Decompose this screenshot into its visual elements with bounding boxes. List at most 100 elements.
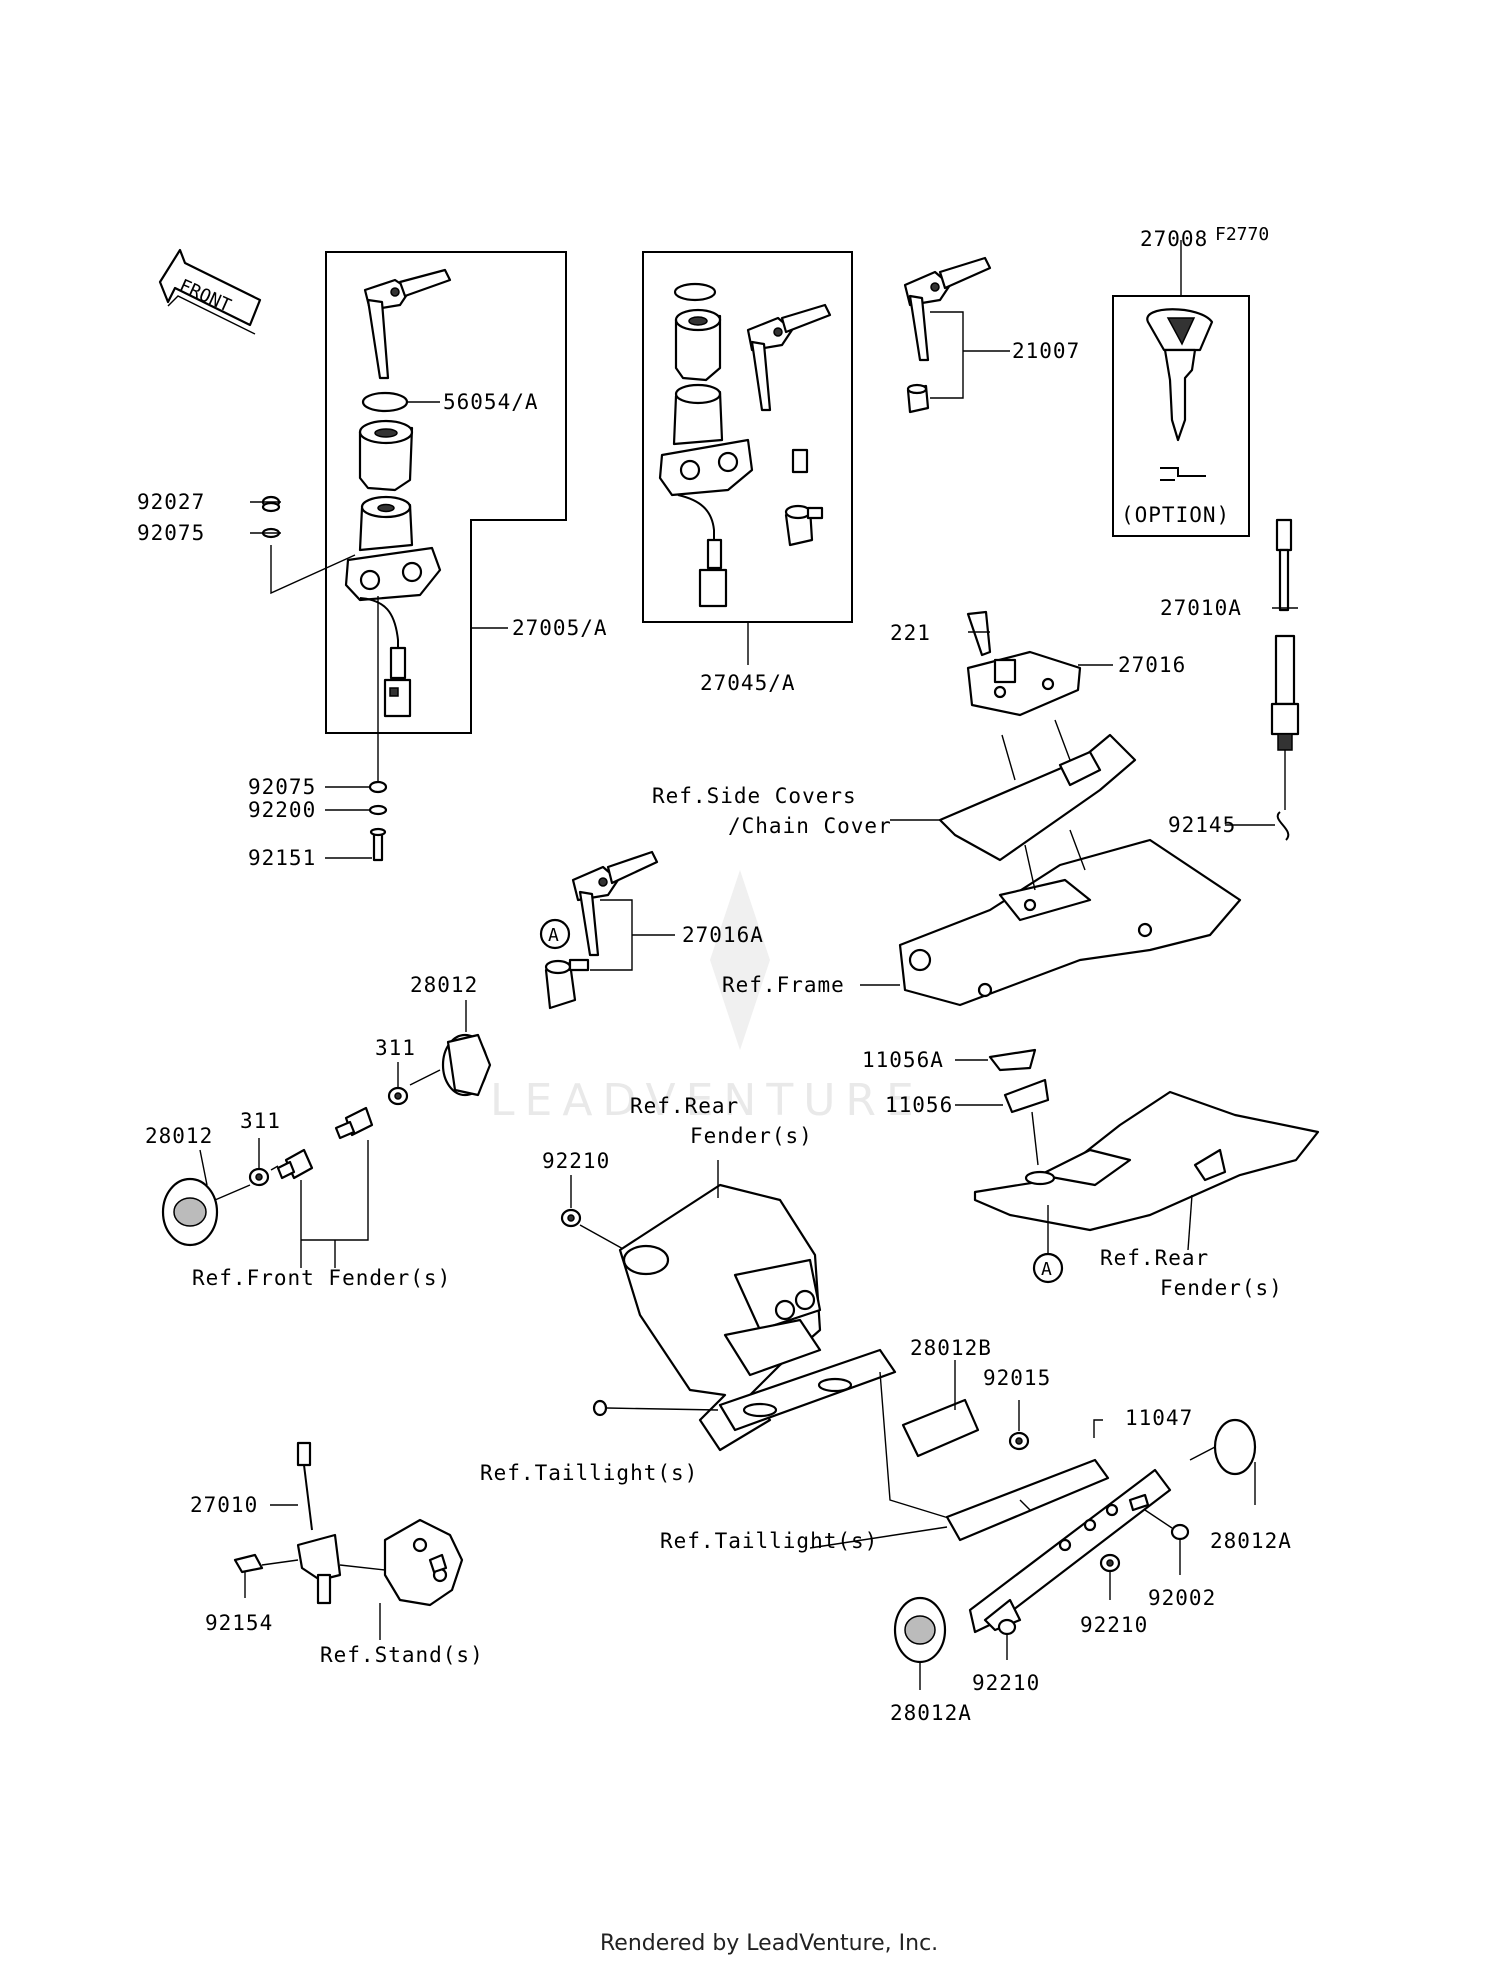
label-92002: 92002: [1148, 1586, 1216, 1610]
label-28012-top: 28012: [410, 973, 478, 997]
reflector-28012B: [901, 1398, 980, 1458]
label-11047: 11047: [1125, 1406, 1193, 1430]
label-92200: 92200: [248, 798, 316, 822]
washer-92200: [368, 804, 388, 816]
label-ref-taillight-2: Ref.Taillight(s): [660, 1529, 878, 1553]
label-ref-stand: Ref.Stand(s): [320, 1643, 484, 1667]
lock-27016A: [544, 958, 590, 1010]
label-ref-rear-fender-2b: Fender(s): [1160, 1276, 1283, 1300]
lock-cylinder: [784, 504, 824, 547]
watermark: LEADVENTURE: [490, 870, 924, 1126]
label-27016A: 27016A: [682, 923, 764, 947]
label-92027: 92027: [137, 490, 205, 514]
key-27045-icon: [746, 303, 832, 412]
front-arrow-icon: FRONT: [158, 248, 262, 335]
washer-56054: [361, 391, 409, 413]
reflector-28012-top: [441, 1033, 492, 1097]
label-221: 221: [890, 621, 931, 645]
nut-92210-bottom: [997, 1618, 1017, 1636]
bolt-92154: [233, 1553, 264, 1574]
leader-lines: [199, 240, 1298, 1690]
label-ref-front-fender: Ref.Front Fender(s): [192, 1266, 451, 1290]
label-311-top: 311: [375, 1036, 416, 1060]
label-92145: 92145: [1168, 813, 1236, 837]
marker-a-circle: [539, 918, 571, 950]
label-92151: 92151: [248, 846, 316, 870]
key-21007-icon: [903, 256, 992, 362]
label-92210-bottom: 92210: [972, 1671, 1040, 1695]
label-27010: 27010: [190, 1493, 258, 1517]
footer-credit: Rendered by LeadVenture, Inc.: [600, 1931, 938, 1956]
rear-fender-right: [973, 1090, 1320, 1232]
bracket-11047: [945, 1458, 1172, 1634]
lock-21007: [906, 383, 930, 414]
key-27016A-icon: [571, 850, 659, 957]
label-92015: 92015: [983, 1366, 1051, 1390]
label-27010A: 27010A: [1160, 596, 1242, 620]
nut-92015: [1008, 1431, 1030, 1451]
label-21007: 21007: [1012, 339, 1080, 363]
reflector-28012A-bottom: [893, 1596, 947, 1664]
washer-92075-bottom: [368, 780, 388, 794]
group-box-27005: [325, 251, 567, 734]
label-56054: 56054/A: [443, 390, 539, 414]
bolt-92151: [369, 827, 387, 862]
label-option: (OPTION): [1121, 503, 1230, 527]
ignition-cover: [358, 419, 414, 492]
label-ref-rear-fender-1a: Ref.Rear: [630, 1094, 739, 1118]
label-92075-top: 92075: [137, 521, 205, 545]
label-311-left: 311: [240, 1109, 281, 1133]
ignition-switch-icon: [344, 495, 442, 718]
side-cover-bracket: [938, 733, 1137, 862]
spacer-top: [334, 1106, 374, 1140]
label-92075-bottom: 92075: [248, 775, 316, 799]
label-11056: 11056: [885, 1093, 953, 1117]
label-ref-rear-fender-1b: Fender(s): [690, 1124, 813, 1148]
lock-cylinder-small: [791, 448, 809, 474]
marker-a-label: A: [548, 925, 559, 946]
reflector-28012A-right: [1213, 1418, 1257, 1476]
bolt-92027: [261, 495, 281, 513]
label-ref-taillight-1: Ref.Taillight(s): [480, 1461, 698, 1485]
label-ref-side-covers: Ref.Side Covers: [652, 784, 857, 808]
nut-92210-top: [560, 1208, 582, 1228]
watermark-text: LEADVENTURE: [490, 1075, 924, 1126]
nut-311-top: [387, 1086, 409, 1106]
label-ref-frame: Ref.Frame: [722, 973, 845, 997]
label-92154: 92154: [205, 1611, 273, 1635]
nut-92210-mid: [1099, 1553, 1121, 1573]
key-cut-symbol: [1160, 467, 1206, 481]
label-27045: 27045/A: [700, 671, 796, 695]
key-blank-icon: [1146, 308, 1214, 442]
nut-311-left: [248, 1167, 270, 1187]
label-28012A-right: 28012A: [1210, 1529, 1292, 1553]
license-plate-bracket: [618, 1183, 897, 1452]
label-28012B: 28012B: [910, 1336, 992, 1360]
stand-bracket: [383, 1518, 464, 1607]
ignition-switch-27045-icon: [658, 383, 754, 608]
label-27016: 27016: [1118, 653, 1186, 677]
clip-11056A: [988, 1048, 1037, 1072]
label-ref-chain-cover: /Chain Cover: [728, 814, 892, 838]
cover-27045: [674, 308, 722, 382]
label-92210-top: 92210: [542, 1149, 610, 1173]
washer-27045: [673, 282, 717, 302]
reflector-28012-left: [161, 1177, 219, 1247]
switch-27010A: [1270, 518, 1300, 751]
bolt-taillight: [592, 1399, 608, 1417]
part-labels: 27008 (OPTION) 56054/A 21007 92027 92075…: [137, 227, 1292, 1725]
label-11056A: 11056A: [862, 1048, 944, 1072]
label-28012-left: 28012: [145, 1124, 213, 1148]
label-ref-rear-fender-2a: Ref.Rear: [1100, 1246, 1209, 1270]
switch-27010: [296, 1441, 342, 1605]
diagram-code: F2770: [1215, 224, 1269, 245]
label-27005: 27005/A: [512, 616, 608, 640]
bolt-92002: [1170, 1523, 1190, 1541]
bracket-27016: [966, 650, 1082, 717]
clip-92145: [1276, 811, 1290, 841]
spacer-left: [276, 1148, 314, 1180]
clip-11056: [1003, 1078, 1050, 1114]
screw-221: [966, 610, 992, 657]
marker-a-label-2: A: [1041, 1259, 1052, 1280]
